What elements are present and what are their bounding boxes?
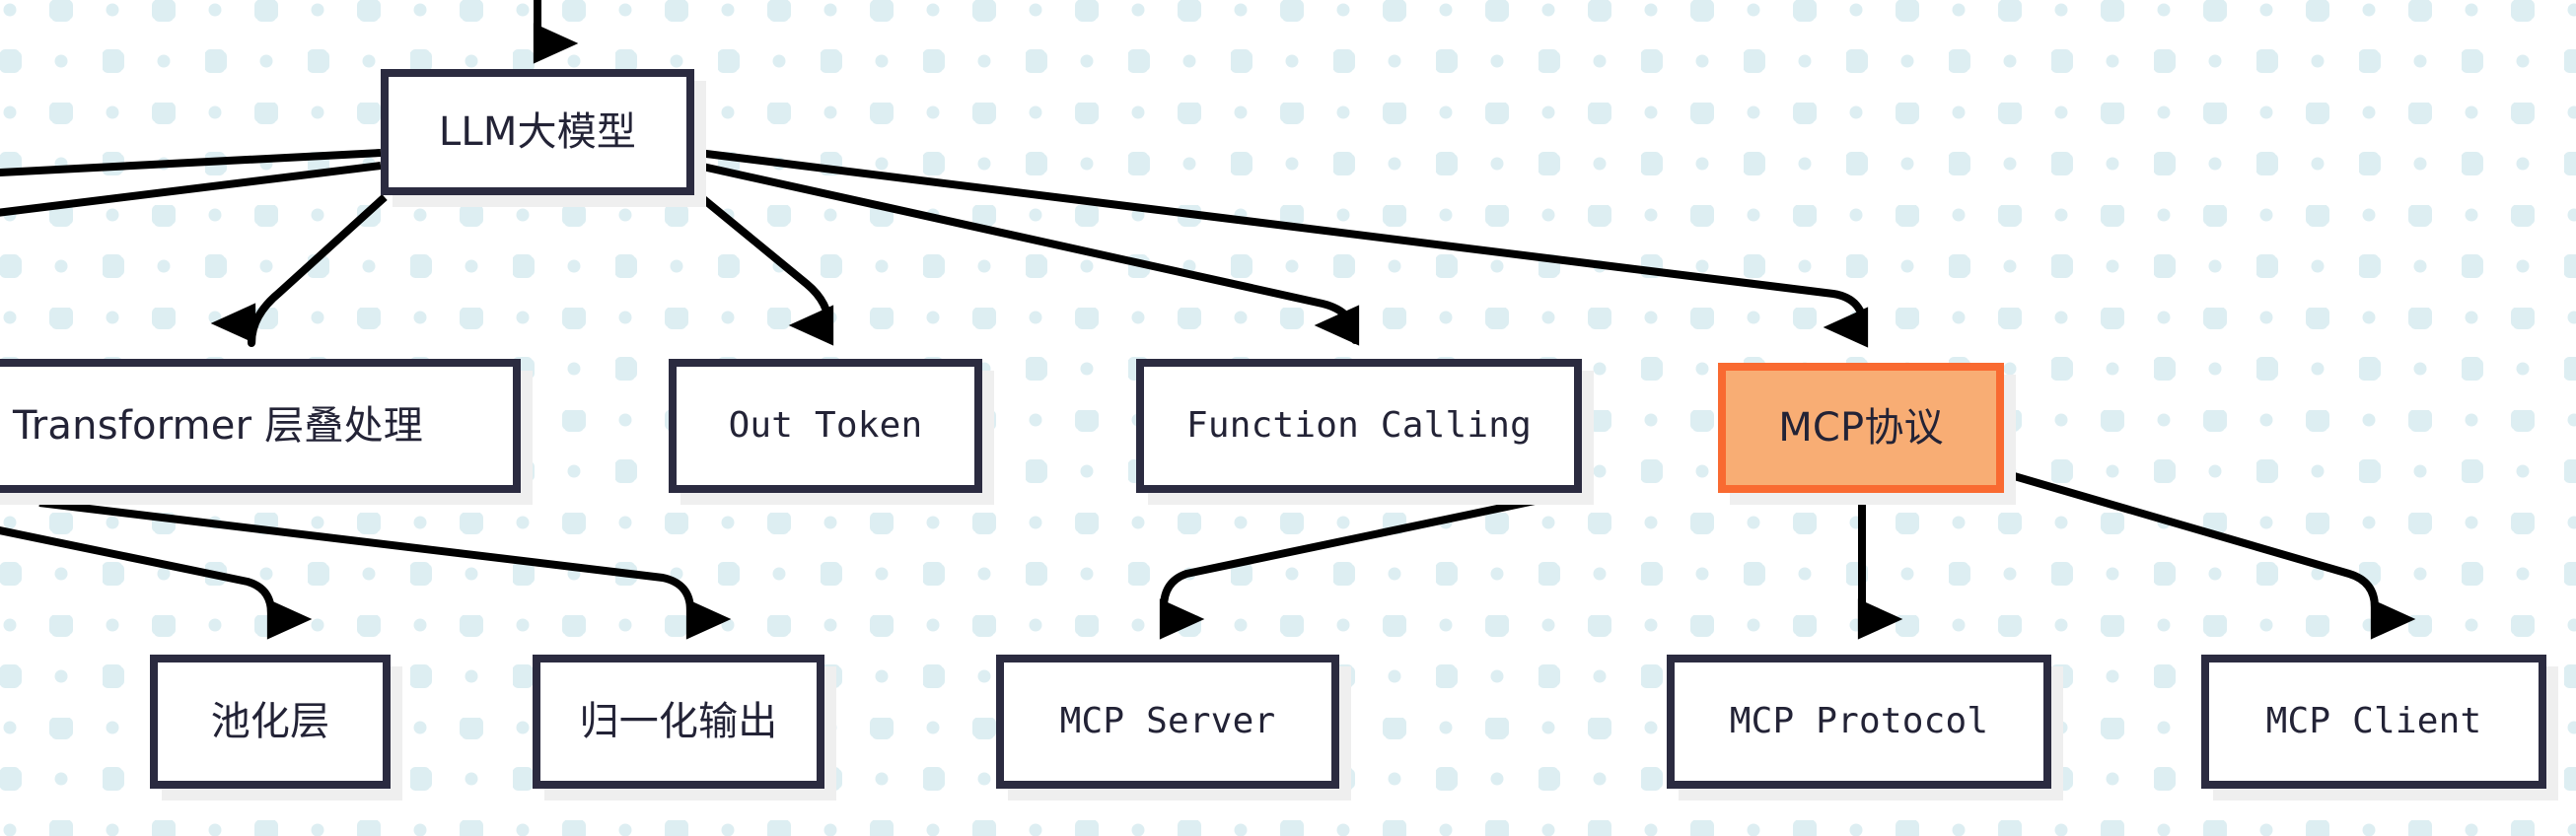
node-normalize-label: 归一化输出 (579, 699, 778, 744)
node-out-token[interactable]: Out Token (669, 359, 982, 493)
node-pooling[interactable]: 池化层 (150, 655, 391, 789)
node-mcp-server[interactable]: MCP Server (996, 655, 1339, 789)
node-mcp-client[interactable]: MCP Client (2201, 655, 2546, 789)
node-mcp-protocol[interactable]: MCP Protocol (1667, 655, 2051, 789)
node-mcp-protocol-label: MCP Protocol (1729, 701, 1989, 741)
node-mcp-client-label: MCP Client (2265, 701, 2482, 741)
node-normalize[interactable]: 归一化输出 (533, 655, 824, 789)
node-mcp-server-label: MCP Server (1059, 701, 1276, 741)
node-llm-label: LLM大模型 (438, 109, 637, 155)
node-llm[interactable]: LLM大模型 (381, 69, 694, 195)
node-transformer-label: Transformer 层叠处理 (13, 403, 423, 449)
node-out-token-label: Out Token (728, 405, 923, 446)
node-function-calling[interactable]: Function Calling (1136, 359, 1582, 493)
node-function-calling-label: Function Calling (1186, 405, 1532, 446)
node-transformer[interactable]: Transformer 层叠处理 (0, 359, 521, 493)
node-mcp-protocol-cn[interactable]: MCP协议 (1718, 363, 2004, 493)
node-mcp-protocol-cn-label: MCP协议 (1778, 405, 1944, 451)
node-pooling-label: 池化层 (210, 699, 330, 744)
